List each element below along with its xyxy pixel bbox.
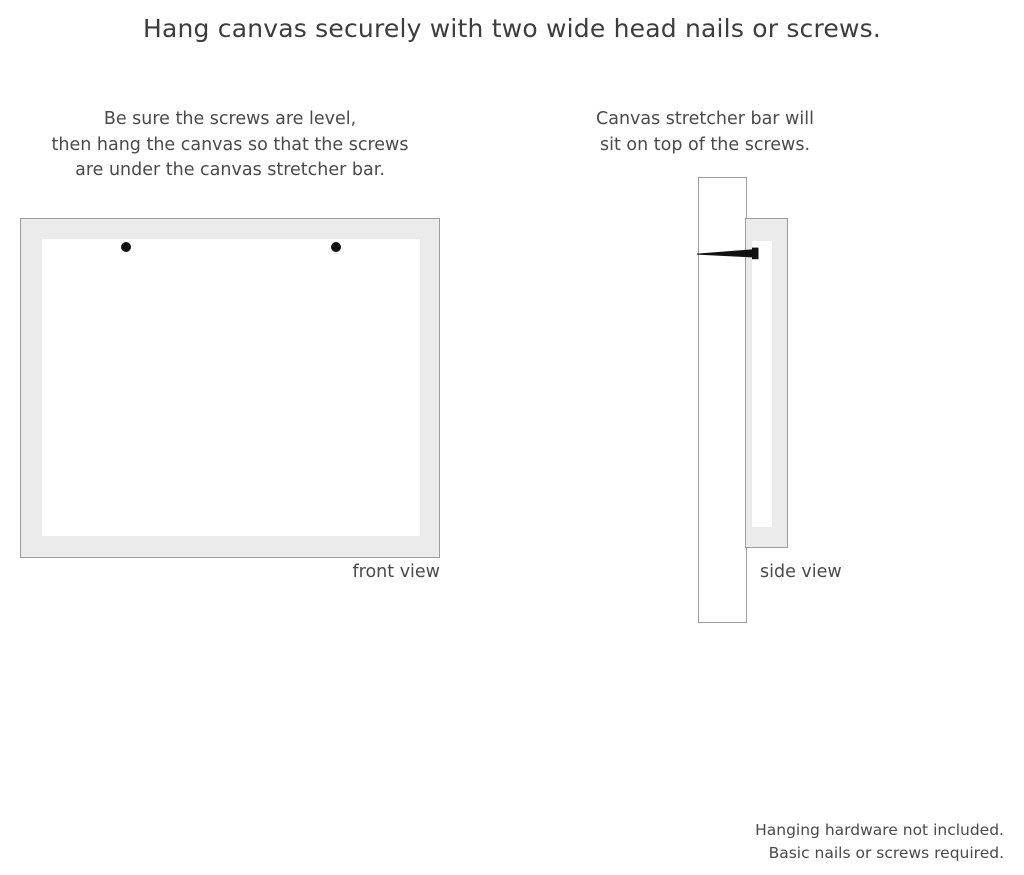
front-view-caption: Be sure the screws are level, then hang … bbox=[20, 107, 440, 184]
front-view-caption-line-3: are under the canvas stretcher bar. bbox=[75, 160, 385, 180]
footer-note: Hanging hardware not included. Basic nai… bbox=[604, 819, 1004, 865]
side-view-canvas-face bbox=[752, 241, 772, 527]
screw-side-profile-icon bbox=[697, 247, 759, 260]
screw-head-right-icon bbox=[331, 242, 341, 252]
side-view-label: side view bbox=[760, 562, 842, 582]
side-view-caption: Canvas stretcher bar will sit on top of … bbox=[588, 107, 822, 158]
front-view-canvas-frame bbox=[20, 218, 440, 558]
screw-head-left-icon bbox=[121, 242, 131, 252]
front-view-label: front view bbox=[352, 562, 441, 582]
footer-note-line-1: Hanging hardware not included. bbox=[755, 821, 1004, 839]
page-title: Hang canvas securely with two wide head … bbox=[142, 14, 882, 43]
front-view-canvas-face bbox=[42, 239, 420, 536]
footer-note-line-2: Basic nails or screws required. bbox=[768, 844, 1004, 862]
side-view-stretcher-bar bbox=[745, 218, 788, 548]
front-view-caption-line-1: Be sure the screws are level, bbox=[103, 109, 357, 129]
side-view-caption-line-1: Canvas stretcher bar will bbox=[596, 109, 814, 129]
side-view-caption-line-2: sit on top of the screws. bbox=[599, 134, 811, 155]
front-view-caption-line-2: then hang the canvas so that the screws bbox=[51, 134, 409, 155]
